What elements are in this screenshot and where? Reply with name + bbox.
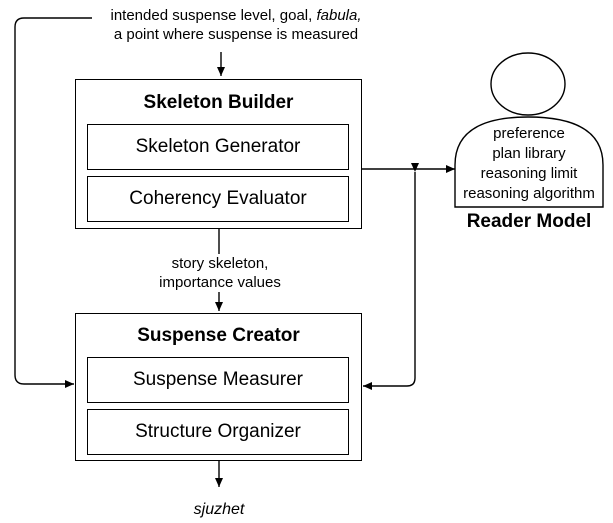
reader-item-plan-library: plan library xyxy=(492,145,566,162)
reader-to-measurer-link xyxy=(363,163,419,390)
skeleton-builder-title: Skeleton Builder xyxy=(143,92,294,113)
suspense-creator-title: Suspense Creator xyxy=(137,325,300,346)
reader-figure-icon xyxy=(454,52,604,208)
suspense-measurer-box: Suspense Measurer xyxy=(87,357,349,403)
reader-model-title: Reader Model xyxy=(466,211,592,232)
reader-item-preference: preference xyxy=(493,125,565,142)
input-bypass-arrow xyxy=(14,17,92,388)
reader-model-items: preference plan library reasoning limit … xyxy=(455,124,603,204)
output-sjuzhet-text: sjuzhet xyxy=(193,501,245,518)
skeleton-generator-box: Skeleton Generator xyxy=(87,124,349,170)
coherency-evaluator-box: Coherency Evaluator xyxy=(87,176,349,222)
input-description: intended suspense level, goal, fabula, a… xyxy=(95,6,377,44)
intermediate-label: story skeleton, importance values xyxy=(149,254,291,292)
input-line1-text: intended suspense level, goal, xyxy=(110,7,317,24)
intermediate-line1: story skeleton, xyxy=(171,255,269,272)
input-fabula-text: fabula, xyxy=(316,7,362,24)
reader-item-reasoning-limit: reasoning limit xyxy=(480,165,578,182)
input-line2-text: a point where suspense is measured xyxy=(113,26,359,43)
output-label: sjuzhet xyxy=(179,500,259,519)
structure-organizer-box: Structure Organizer xyxy=(87,409,349,455)
intermediate-line2: importance values xyxy=(159,274,281,291)
reader-item-reasoning-algorithm: reasoning algorithm xyxy=(463,185,595,202)
